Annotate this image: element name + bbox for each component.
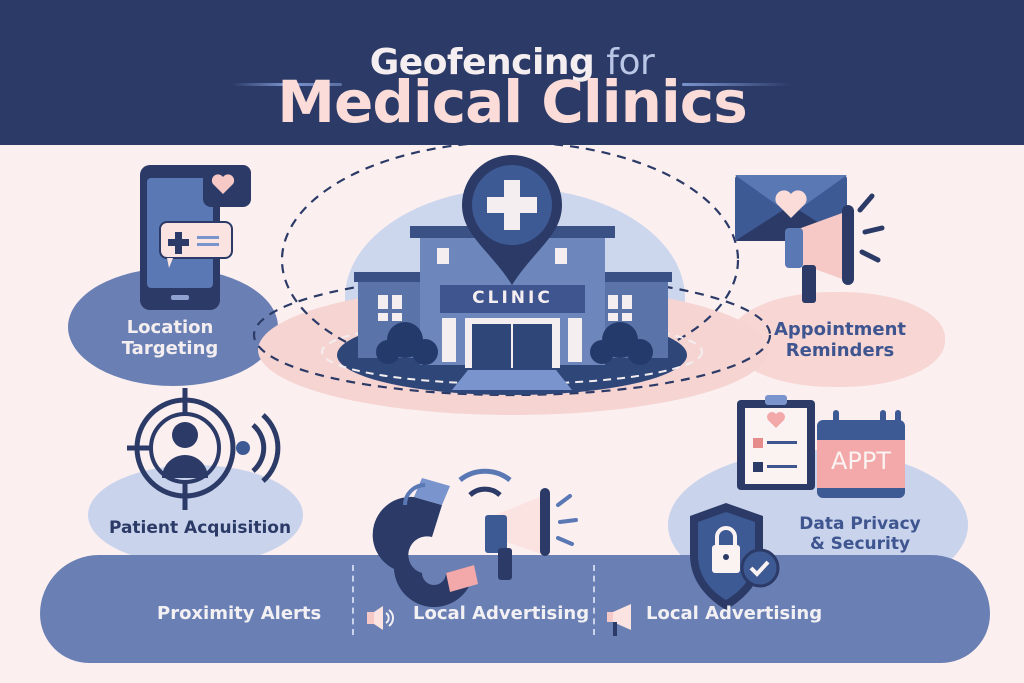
feature-location-targeting: Location Targeting	[121, 317, 219, 359]
title-rule-left	[232, 83, 342, 86]
band-divider-1	[352, 565, 354, 635]
feature-data-privacy: Data Privacy & Security	[799, 514, 921, 554]
shield-lock-icon	[690, 503, 780, 610]
title-line-1: Geofencing for	[0, 42, 1024, 83]
megaphone-icon	[607, 604, 631, 636]
clipboard-calendar-icon	[737, 395, 905, 498]
band-item-proximity-alerts: Proximity Alerts	[157, 603, 322, 624]
page-title: Medical Clinics	[277, 68, 747, 136]
calendar-appt-text: APPT	[830, 447, 892, 475]
magnet-megaphone-icon	[372, 468, 578, 608]
bottom-band	[40, 555, 990, 663]
band-divider-2	[593, 565, 595, 635]
smartphone-chat-icon	[140, 165, 251, 310]
reminder-blob	[730, 292, 945, 387]
title-rule-right	[682, 83, 792, 86]
header-banner: Geofencing for Medical Clinics	[0, 0, 1024, 145]
feature-patient-acquisition: Patient Acquisition	[108, 518, 292, 538]
clinic-sign: CLINIC	[472, 288, 553, 308]
speaker-icon	[367, 606, 394, 630]
target-person-icon	[127, 388, 281, 510]
title-for: for	[606, 42, 655, 83]
title-geofencing: Geofencing	[369, 42, 595, 83]
envelope-megaphone-icon	[735, 175, 885, 303]
feature-appointment-reminders: Appointment Reminders	[773, 319, 907, 361]
band-item-local-advertising-1: Local Advertising	[413, 603, 590, 624]
band-item-local-advertising-2: Local Advertising	[646, 603, 823, 624]
